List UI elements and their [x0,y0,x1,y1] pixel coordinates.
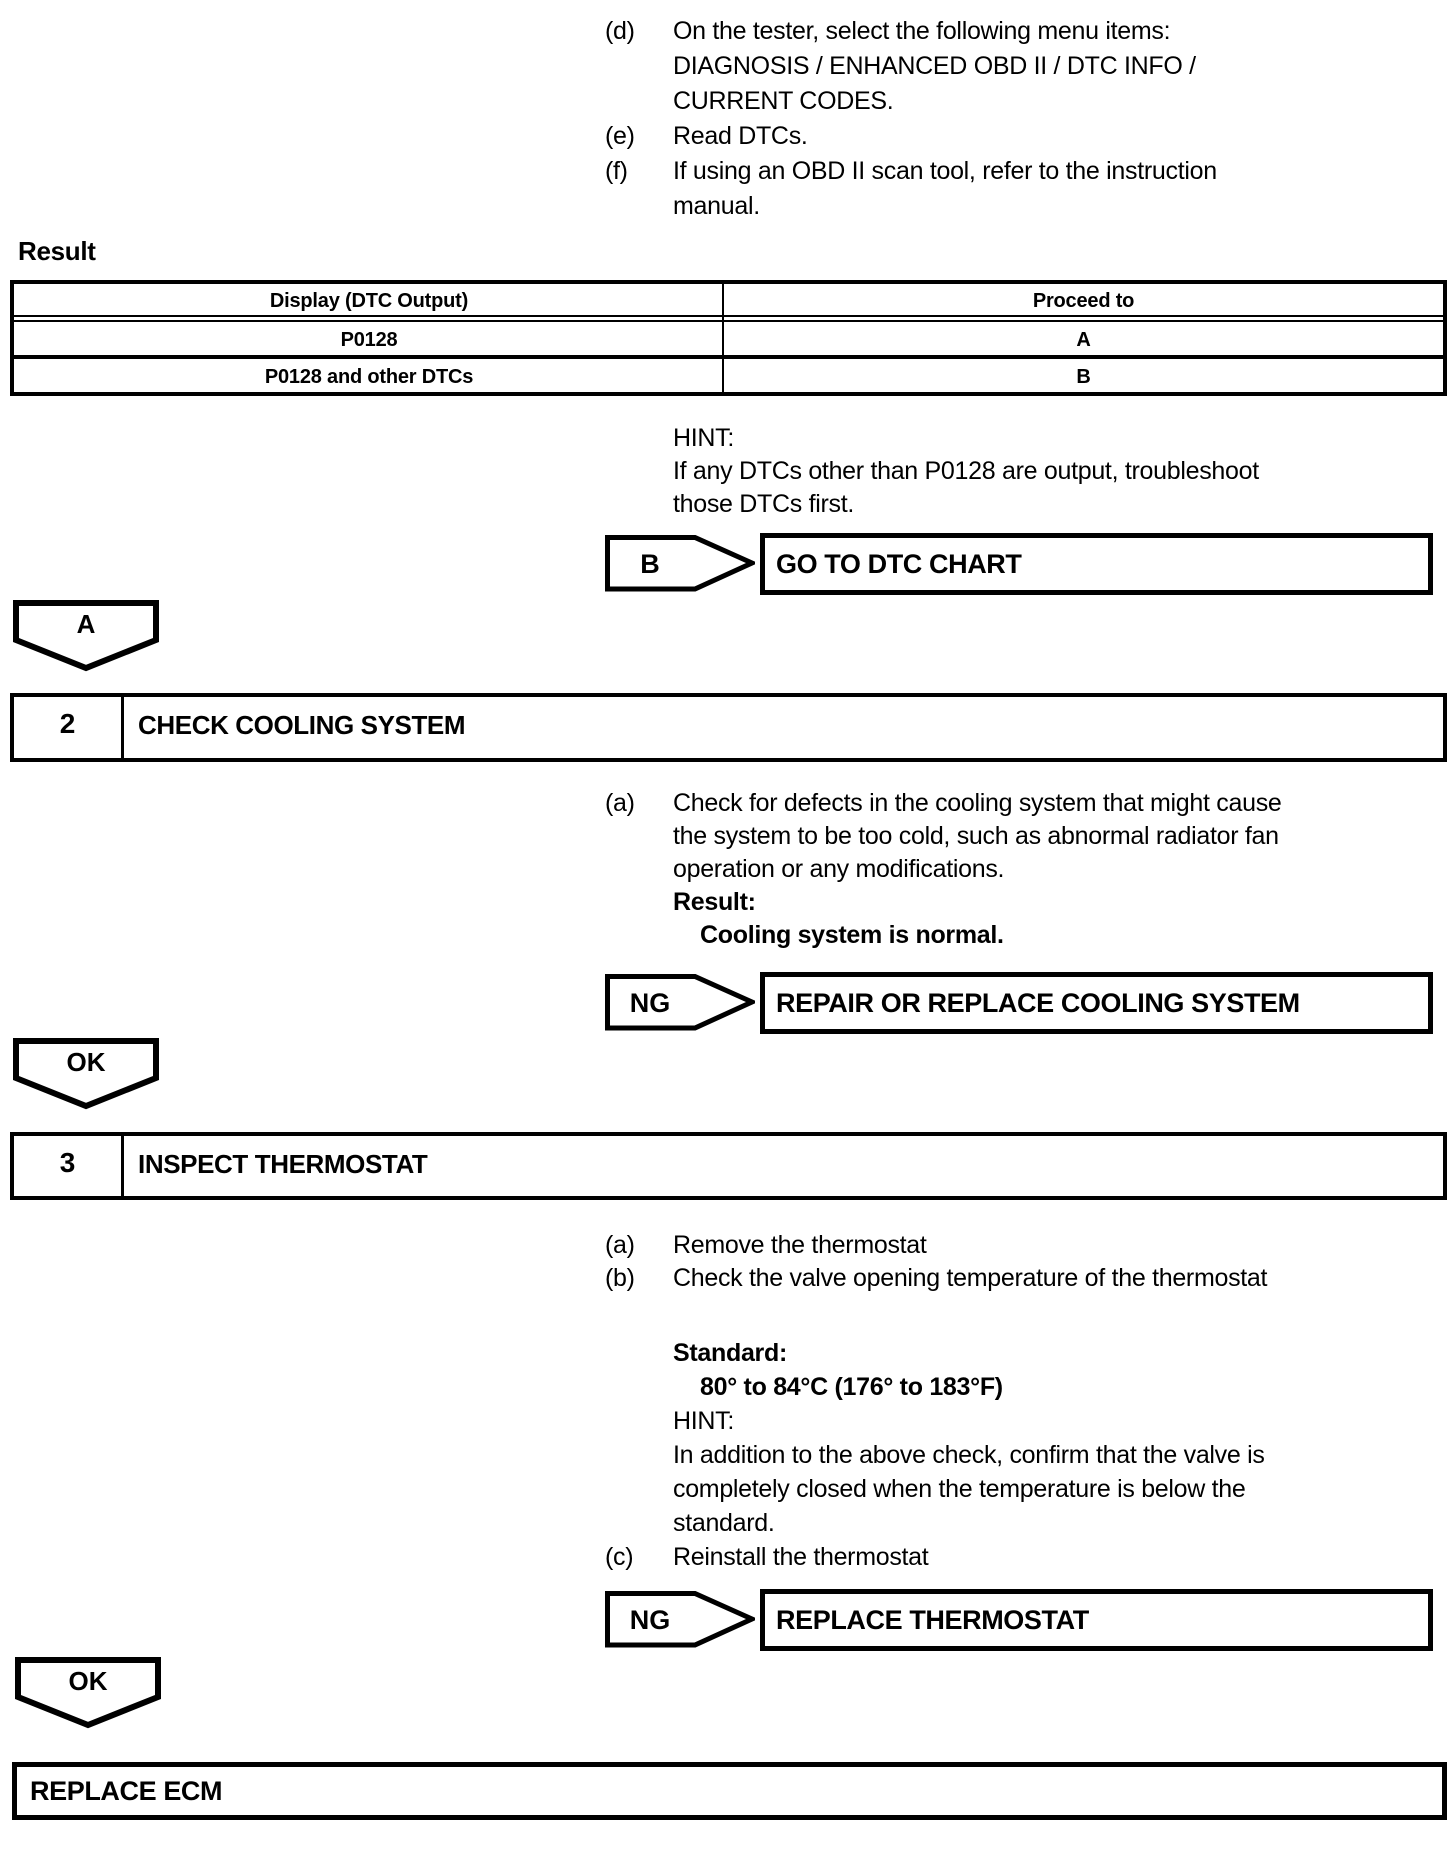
action-label: REPLACE THERMOSTAT [776,1604,1089,1635]
connector-label: OK [68,1666,108,1696]
hint-line: standard. [673,1509,775,1537]
table-row: P0128 A [14,322,1443,355]
instruction-line: the system to be too cold, such as abnor… [673,822,1279,850]
action-label: REPAIR OR REPLACE COOLING SYSTEM [776,987,1300,1018]
table-cell: B [1076,366,1091,388]
connector-ok-step-3: OK [15,1657,161,1729]
replace-ecm-box: REPLACE ECM [12,1762,1447,1820]
instruction-line: manual. [673,192,760,220]
instruction-line: CURRENT CODES. [673,87,894,115]
instruction-line: Check the valve opening temperature of t… [673,1264,1268,1292]
instruction-line: Check for defects in the cooling system … [673,789,1282,817]
column-divider [722,284,724,392]
step-title: INSPECT THERMOSTAT [138,1149,428,1179]
step-3-header: 3 INSPECT THERMOSTAT [10,1132,1447,1200]
step-2-header: 2 CHECK COOLING SYSTEM [10,693,1447,762]
hint-line: If any DTCs other than P0128 are output,… [673,457,1259,485]
connector-label: OK [66,1047,106,1077]
list-marker: (a) [605,1231,635,1259]
instruction-line: DIAGNOSIS / ENHANCED OBD II / DTC INFO / [673,52,1196,80]
table-row: P0128 and other DTCs B [14,359,1443,392]
table-header-cell: Display (DTC Output) [269,290,469,312]
list-marker: (a) [605,789,635,817]
connector-ok-step-2: OK [13,1038,159,1110]
instruction-line: Reinstall the thermostat [673,1543,929,1571]
action-box: REPLACE THERMOSTAT [760,1589,1433,1651]
right-arrow-icon [605,1591,755,1648]
dtc-result-table: Display (DTC Output) Proceed to P0128 A … [10,280,1447,396]
hint-label: HINT: [673,424,735,452]
result-heading: Result [18,236,96,266]
instruction-line: Remove the thermostat [673,1231,927,1259]
connector-label: A [76,609,96,639]
table-header-row: Display (DTC Output) Proceed to [14,284,1443,315]
hint-line: those DTCs first. [673,490,855,518]
branch-label: B [640,549,660,579]
hint-line: completely closed when the temperature i… [673,1475,1246,1503]
action-box: GO TO DTC CHART [760,533,1433,595]
branch-label: NG [629,1605,671,1635]
list-marker: (b) [605,1264,635,1292]
step-number: 3 [14,1136,124,1196]
step-number: 2 [14,697,124,758]
connector-a: A [13,600,159,672]
list-marker: (d) [605,17,635,45]
down-arrow-icon [13,600,159,672]
hint-label: HINT: [673,1407,735,1435]
instruction-line: If using an OBD II scan tool, refer to t… [673,157,1217,185]
table-cell: P0128 and other DTCs [264,366,474,388]
standard-value: 80° to 84°C (176° to 183°F) [700,1373,1003,1401]
table-cell: P0128 [340,329,398,351]
right-arrow-icon [605,535,755,592]
down-arrow-icon [15,1657,161,1729]
branch-label: NG [629,988,671,1018]
action-label: REPLACE ECM [30,1775,223,1806]
instruction-line: Read DTCs. [673,122,808,150]
down-arrow-icon [13,1038,159,1110]
standard-label: Standard: [673,1339,787,1367]
right-arrow-icon [605,974,755,1031]
table-header-cell: Proceed to [1032,290,1135,312]
row-separator [14,355,1443,359]
list-marker: (c) [605,1543,634,1571]
instruction-line: operation or any modifications. [673,855,1005,883]
instruction-line: On the tester, select the following menu… [673,17,1171,45]
action-label: GO TO DTC CHART [776,548,1022,579]
list-marker: (f) [605,157,628,185]
list-marker: (e) [605,122,635,150]
step-title: CHECK COOLING SYSTEM [138,710,466,740]
result-value: Cooling system is normal. [700,921,1004,949]
header-separator [14,315,1443,322]
table-cell: A [1076,329,1091,351]
hint-line: In addition to the above check, confirm … [673,1441,1265,1469]
action-box: REPAIR OR REPLACE COOLING SYSTEM [760,972,1433,1034]
result-label: Result: [673,888,756,916]
